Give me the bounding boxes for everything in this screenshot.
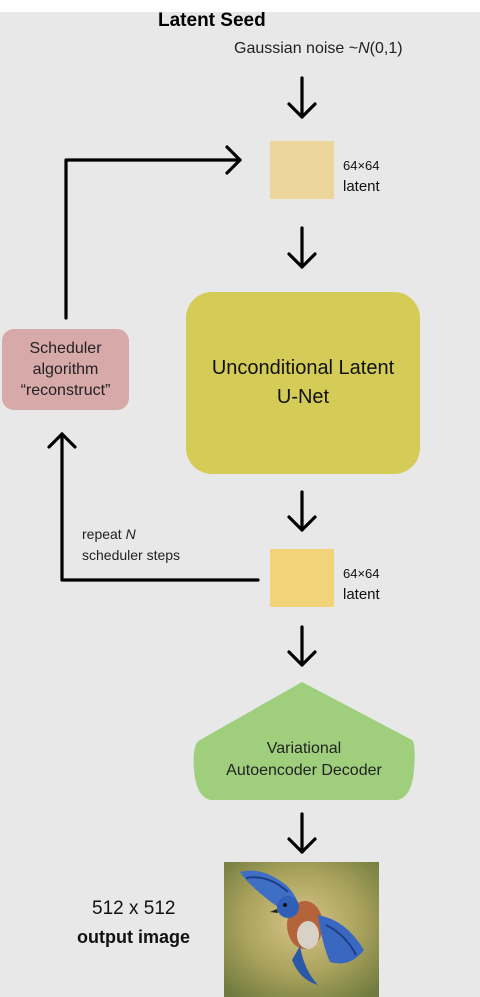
- vae-decoder-label: Variational Autoencoder Decoder: [226, 740, 382, 779]
- latent-dims-top: 64×64: [343, 158, 380, 173]
- latent-box-top: [270, 141, 334, 199]
- latent-word-bottom: latent: [343, 586, 380, 603]
- output-image-photo: [224, 862, 379, 997]
- latent-label-top: 64×64 latent: [343, 155, 380, 197]
- unet-block: Unconditional Latent U-Net: [186, 292, 420, 474]
- latent-dims-bottom: 64×64: [343, 566, 380, 581]
- latent-label-bottom: 64×64 latent: [343, 563, 380, 605]
- arrow-down-seed-to-latent: [287, 76, 317, 119]
- vae-decoder-shape: [193, 682, 415, 800]
- arrow-down-latent-to-unet: [287, 226, 317, 269]
- output-size-label: 512 x 512: [92, 898, 176, 919]
- arrow-scheduler-to-latent: [64, 145, 242, 320]
- output-image-label: output image: [77, 927, 190, 947]
- arrow-down-unet-to-latent: [287, 490, 317, 532]
- scheduler-block: Scheduler algorithm “reconstruct”: [2, 329, 129, 410]
- noise-subtitle: Gaussian noise ~N(0,1): [234, 40, 403, 57]
- diagram-title: Latent Seed: [158, 10, 266, 31]
- latent-box-bottom: [270, 549, 334, 607]
- arrow-down-latent-to-vae: [287, 625, 317, 667]
- arrow-down-vae-to-image: [287, 812, 317, 854]
- diagram-background: [0, 12, 480, 997]
- latent-word-top: latent: [343, 178, 380, 195]
- arrow-latent-to-scheduler: [47, 432, 260, 582]
- unet-label: Unconditional Latent U-Net: [211, 357, 395, 408]
